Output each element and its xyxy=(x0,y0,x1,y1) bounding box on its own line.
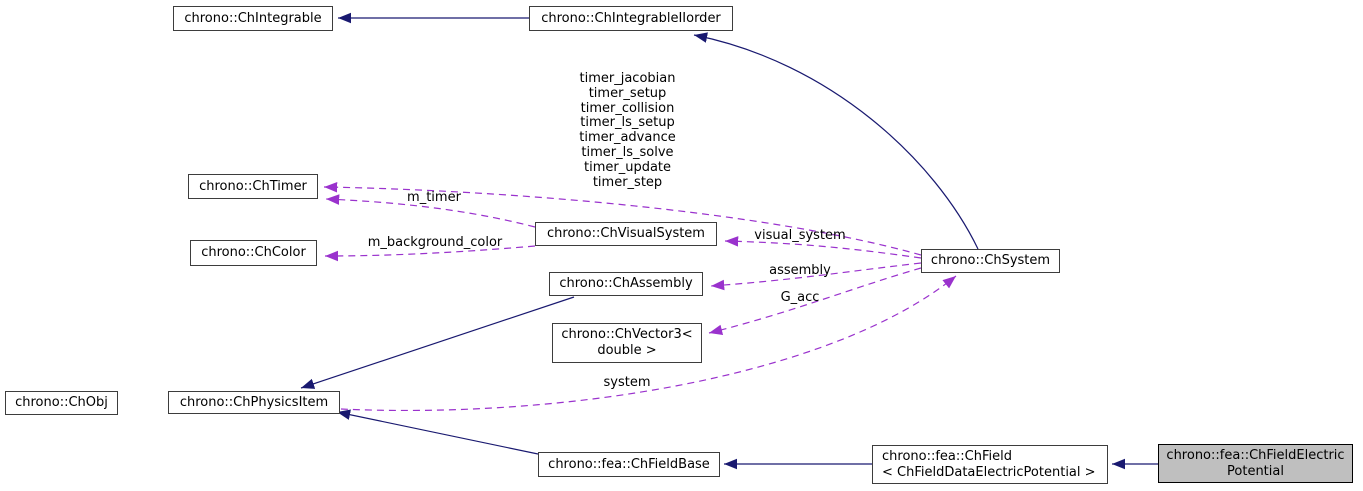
class-node-chintegrable[interactable]: chrono::ChIntegrable xyxy=(173,6,333,31)
class-node-chtimer[interactable]: chrono::ChTimer xyxy=(188,174,318,199)
edge-chfieldbase-to-chphysicsitem xyxy=(336,409,539,455)
edge-chsystem-timers-to-chtimer xyxy=(323,181,922,256)
edge-label-m-background-color: m_background_color xyxy=(367,235,503,250)
class-node-chintegrableiiorder[interactable]: chrono::ChIntegrableIIorder xyxy=(529,6,733,31)
class-node-chphysicsitem[interactable]: chrono::ChPhysicsItem xyxy=(168,391,340,414)
edge-chsystem-to-chintegrableiiorder xyxy=(693,32,979,250)
edge-chphysicsitem-system-to-chsystem xyxy=(340,275,957,412)
edge-chvisualsystem-backgroundcolor-to-chcolor xyxy=(324,245,536,262)
class-node-chfield-electricpotential-template[interactable]: chrono::fea::ChField < ChFieldDataElectr… xyxy=(872,445,1108,484)
class-node-chassembly[interactable]: chrono::ChAssembly xyxy=(549,272,703,296)
edge-chsystem-assembly-to-chassembly xyxy=(710,262,922,291)
class-node-chfieldelectricpotential-current: chrono::fea::ChFieldElectric Potential xyxy=(1158,444,1353,483)
class-node-chvisualsystem[interactable]: chrono::ChVisualSystem xyxy=(535,222,717,246)
edge-label-system: system xyxy=(603,375,651,390)
edge-chvisualsystem-mtimer-to-chtimer xyxy=(325,194,536,228)
class-node-chvector3-double[interactable]: chrono::ChVector3< double > xyxy=(552,323,702,363)
edge-label-g-acc: G_acc xyxy=(780,290,820,305)
class-node-chsystem[interactable]: chrono::ChSystem xyxy=(921,249,1060,273)
edge-chsystem-visualsystem-to-chvisualsystem xyxy=(724,236,922,259)
edge-label-m-timer: m_timer xyxy=(407,190,461,205)
edge-label-assembly: assembly xyxy=(769,263,831,278)
edge-chsystem-gacc-to-chvector3 xyxy=(708,267,922,335)
edge-label-visual-system: visual_system xyxy=(754,228,846,243)
edge-label-timer-members: timer_jacobian timer_setup timer_collisi… xyxy=(579,71,676,190)
class-node-chobj[interactable]: chrono::ChObj xyxy=(5,391,118,415)
class-node-chfieldbase[interactable]: chrono::fea::ChFieldBase xyxy=(538,452,720,477)
edge-chassembly-to-chphysicsitem xyxy=(300,296,575,389)
class-node-chcolor[interactable]: chrono::ChColor xyxy=(190,240,317,266)
